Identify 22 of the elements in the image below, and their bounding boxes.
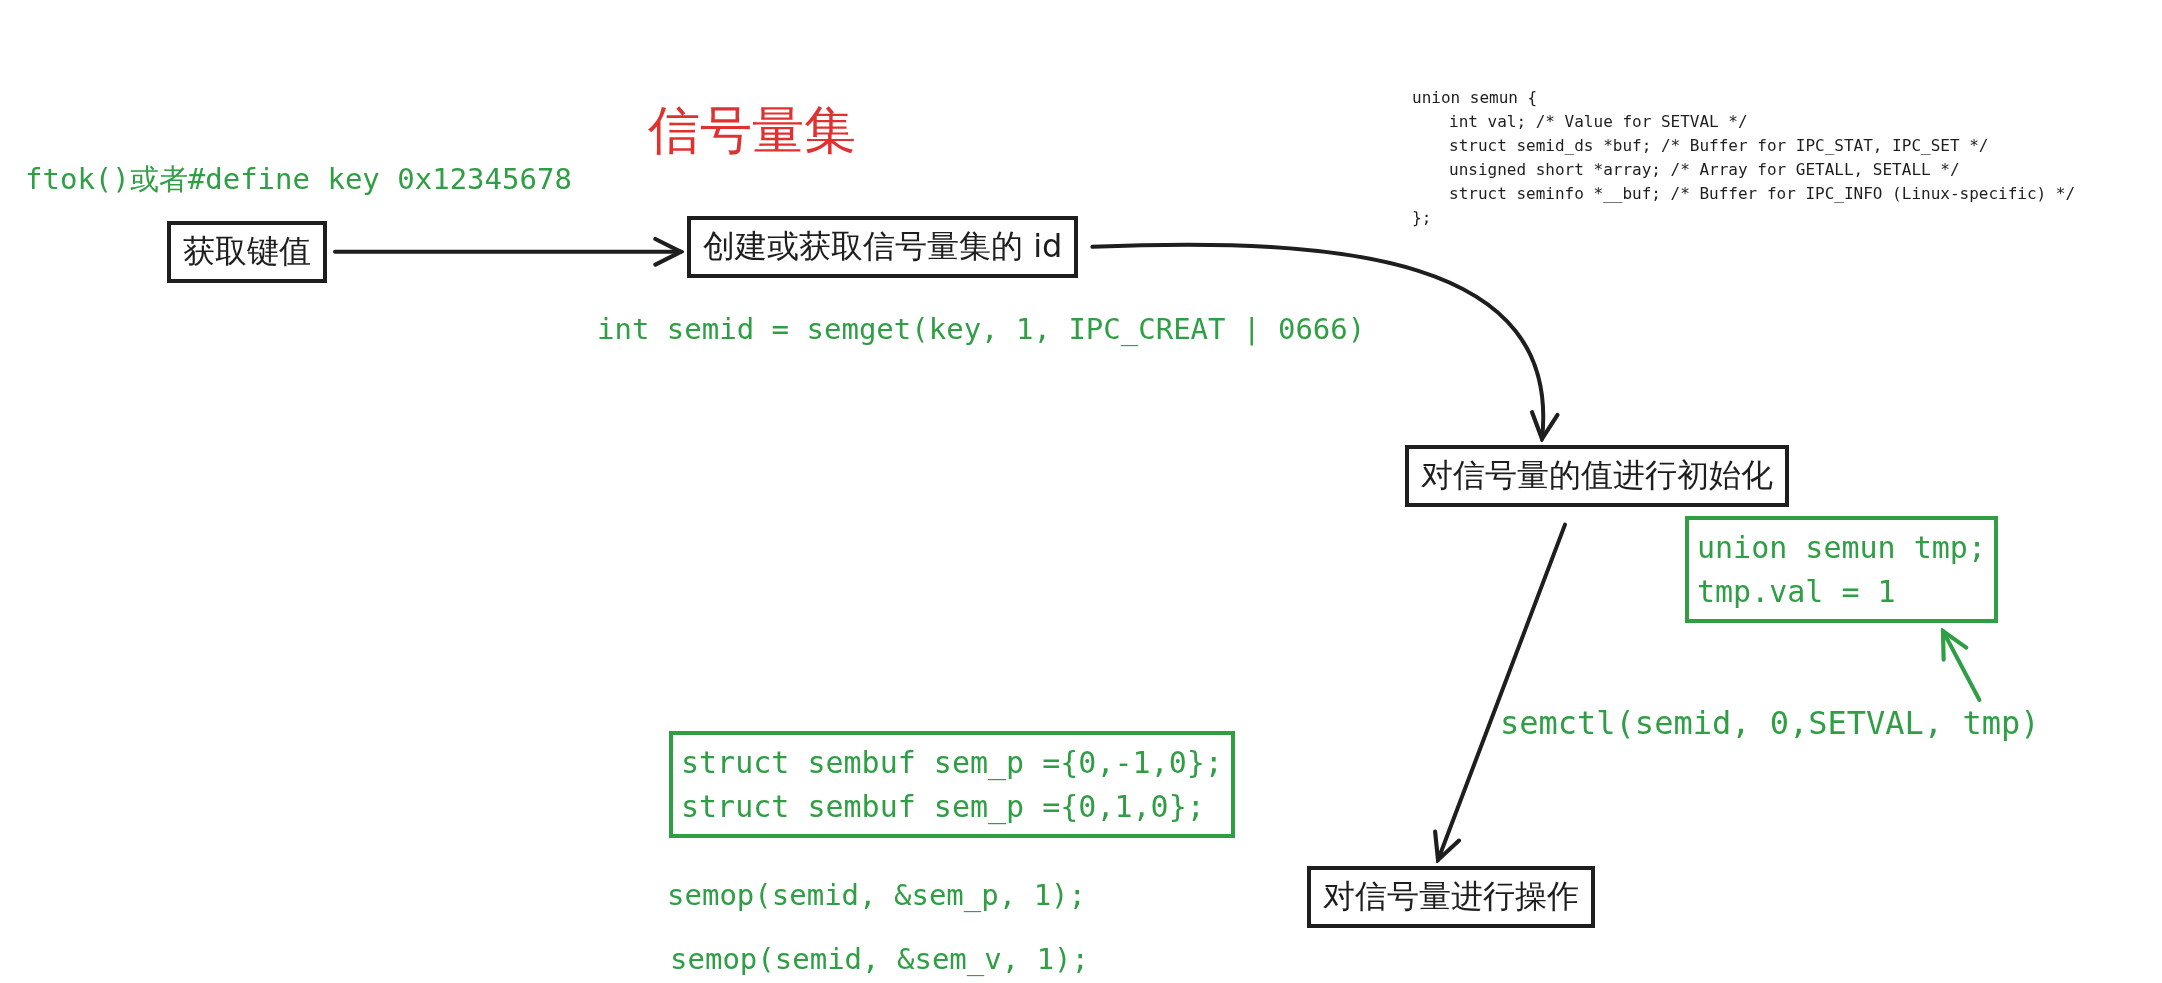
code-box: struct sembuf sem_p ={0,-1,0}; struct sembuf sem_p ={0,1,0}; [669,731,1235,838]
code-text: semctl(semid, 0,SETVAL, tmp) [1500,704,2040,742]
arrow [333,236,684,267]
code-text: ftok()或者#define key 0x12345678 [25,161,572,198]
code-line: unsigned short *array; /* Array for GETALL, SETALL */ [1449,160,1960,179]
process-box: 对信号量进行操作 [1307,866,1595,928]
title: 信号量集 [648,99,856,162]
process-box: 创建或获取信号量集的 id [687,216,1079,278]
code-text: int semid = semget(key, 1, IPC_CREAT | 0666) [597,312,1366,346]
process-box: 对信号量的值进行初始化 [1405,445,1789,507]
code-line: }; [1412,208,1432,227]
code-text: semop(semid, &sem_p, 1); [667,878,1087,912]
code-line: int val; /* Value for SETVAL */ [1449,112,1748,131]
arrow [1940,628,1982,702]
code-line: struct seminfo *__buf; /* Buffer for IPC_INFO (Linux-specific) */ [1449,184,2076,203]
arrow [1433,522,1567,863]
process-box: 获取键值 [167,221,327,283]
code-text: semop(semid, &sem_v, 1); [670,942,1090,976]
code-line: struct semid_ds *buf; /* Buffer for IPC_STAT, IPC_SET */ [1449,136,1989,155]
arrow [1090,242,1557,442]
code-line: union semun { [1412,88,1538,107]
code-box: union semun tmp; tmp.val = 1 [1685,516,1998,623]
